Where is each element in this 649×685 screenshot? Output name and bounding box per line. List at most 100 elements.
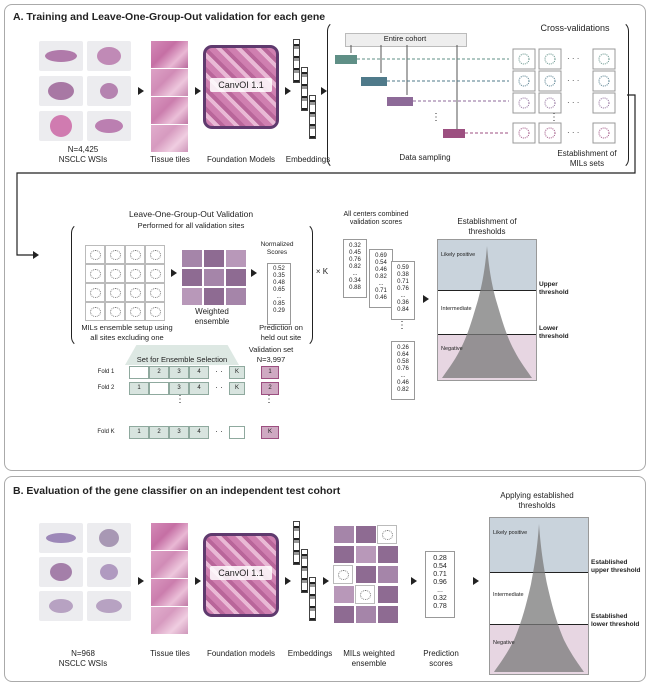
embeddings-label: Embeddings: [285, 155, 331, 164]
weighted-cell: [333, 585, 355, 604]
ensemble-set-label: Set for Ensemble Selection: [136, 355, 228, 364]
score: 0.32: [349, 243, 361, 249]
prediction-label: Prediction scores: [423, 649, 459, 668]
embedding-vector-icon: [301, 549, 308, 593]
connector-line: [16, 94, 636, 259]
fm-name: CanvOI 1.1: [210, 78, 272, 92]
combined-scores-k: 0.26 0.64 0.58 0.76 ... 0.46 0.82: [391, 341, 415, 400]
weighted-cell: [225, 287, 247, 306]
score: 0.82: [375, 274, 387, 280]
fold-cell: K: [229, 366, 245, 379]
ensemble-setup-label: MILs ensemble setup using all sites excl…: [81, 323, 173, 342]
fold-cell: [229, 426, 245, 439]
arrow-right-icon: [473, 577, 479, 585]
mil-cell: [355, 585, 375, 604]
weighted-cell: [377, 585, 399, 604]
negative-label: Negative: [441, 346, 463, 352]
score: 0.54: [433, 563, 447, 570]
combined-scores-3: 0.59 0.38 0.71 0.76 ... 0.36 0.84: [391, 261, 415, 320]
weighted-cell: [181, 249, 203, 268]
mil-cell: [85, 245, 105, 264]
score: ...: [400, 373, 406, 379]
embedding-vector-icon: [309, 577, 316, 621]
arrow-right-icon: [171, 269, 177, 277]
score: 0.35: [273, 273, 285, 279]
fold-cell: [149, 382, 169, 395]
combined-scores-1: 0.32 0.45 0.76 0.82 ... 0.34 0.88: [343, 239, 367, 298]
fold-name: Fold 2: [97, 385, 115, 391]
mils-label: Establishment of MILs sets: [557, 149, 617, 168]
score: ...: [400, 293, 406, 299]
score: ...: [437, 587, 443, 594]
fold-name: Fold K: [97, 429, 115, 435]
tissue-tile: [151, 125, 188, 152]
threshold-plot: Likely positive Intermediate Negative: [489, 517, 589, 675]
thresholds-title: Applying established thresholds: [500, 491, 574, 510]
arrow-right-icon: [323, 577, 329, 585]
svg-text:· · ·: · · ·: [567, 76, 579, 85]
logo-sub: Performed for all validation sites: [137, 221, 245, 230]
arrow-right-icon: [285, 87, 291, 95]
cv-title: Cross-validations: [540, 23, 610, 33]
mil-cell: [145, 245, 165, 264]
tissue-tile: [151, 551, 188, 578]
wsi-tissue-shapes: [46, 529, 122, 613]
vertical-ellipsis: ⋮: [264, 394, 274, 405]
score: 0.32: [433, 595, 447, 602]
score: 0.76: [397, 366, 409, 372]
fold-cell: 3: [169, 382, 189, 395]
panel-b: B. Evaluation of the gene classifier on …: [4, 476, 646, 682]
score: 0.59: [397, 265, 409, 271]
svg-text:· · ·: · · ·: [567, 54, 579, 63]
score: 0.52: [273, 266, 285, 272]
score: 0.76: [397, 286, 409, 292]
embedding-vector-icon: [301, 67, 308, 111]
arrow-right-icon: [251, 269, 257, 277]
embedding-vector-icon: [293, 521, 300, 565]
mil-cell: [377, 525, 397, 544]
panel-a-title: A. Training and Leave-One-Group-Out vali…: [13, 11, 326, 23]
score: 0.71: [375, 288, 387, 294]
tissue-tile: [151, 69, 188, 96]
mil-cell: [145, 283, 165, 302]
beeswarm-icon: [494, 524, 584, 672]
mil-cell: [145, 264, 165, 283]
weighted-cell: [203, 287, 225, 306]
weighted-cell: [333, 605, 355, 624]
ensemble-label: MILs weighted ensemble: [343, 649, 395, 668]
fm-label: Foundation models: [206, 649, 276, 658]
foundation-model-icon: CanvOI 1.1: [203, 533, 279, 617]
norm-label: Normalized Scores: [260, 241, 294, 256]
score: 0.64: [397, 352, 409, 358]
logo-title: Leave-One-Group-Out Validation: [128, 209, 254, 219]
fold-cell: 4: [189, 426, 209, 439]
logo-box: [71, 223, 313, 347]
score: 0.48: [273, 280, 285, 286]
mil-cell: [125, 264, 145, 283]
wsi-tissue-shapes: [45, 47, 123, 137]
mil-cell: [125, 245, 145, 264]
foundation-model-icon: CanvOI 1.1: [203, 45, 279, 129]
score: 0.45: [349, 250, 361, 256]
wsi-type: NSCLC WSIs: [58, 155, 108, 164]
score: 0.46: [397, 380, 409, 386]
score: 0.85: [273, 301, 285, 307]
intermediate-label: Intermediate: [493, 592, 524, 598]
weighted-cell: [225, 249, 247, 268]
threshold-plot: Likely positive Intermediate Negative: [437, 239, 537, 381]
mil-cell: [85, 302, 105, 321]
fold-cell: [129, 366, 149, 379]
mil-cell: [105, 283, 125, 302]
upper-threshold-label: Upper threshold: [539, 281, 569, 296]
mil-cell: [105, 264, 125, 283]
fm-label: Foundation Models: [206, 155, 276, 164]
validation-cell: 2: [261, 382, 279, 395]
score: 0.58: [397, 359, 409, 365]
ensemble-selection-shading: [125, 345, 239, 365]
sampling-label: Data sampling: [399, 153, 451, 162]
weighted-cell: [333, 525, 355, 544]
mil-cell: [333, 565, 353, 584]
panel-a: A. Training and Leave-One-Group-Out vali…: [4, 4, 646, 471]
score: 0.78: [433, 603, 447, 610]
fold-cell: 2: [149, 426, 169, 439]
